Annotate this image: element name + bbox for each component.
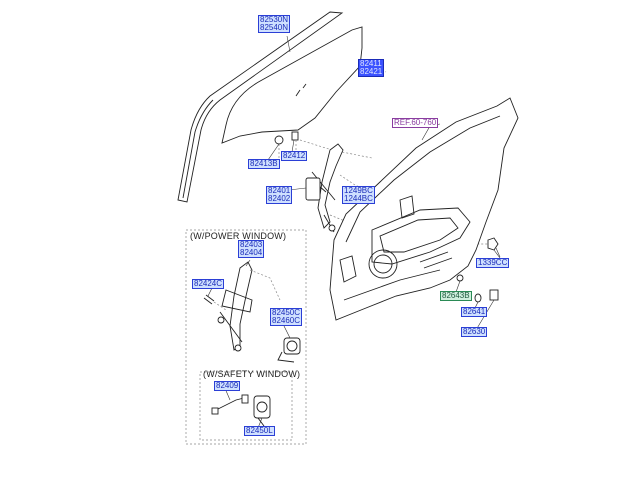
label-regulator-bolt[interactable]: 1249BC 1244BC [342, 186, 375, 204]
label-safety-motor[interactable]: 82450L [244, 426, 275, 436]
label-glass-run-channel[interactable]: 82530N 82540N [258, 15, 291, 33]
safety-module-part [211, 394, 249, 415]
label-door-check[interactable]: 82641 [461, 307, 488, 317]
label-hinge-grommet[interactable]: 82643B [440, 291, 472, 301]
part-number: 82403 [240, 240, 263, 249]
door-check-part [474, 289, 499, 303]
part-number: 82424C [194, 279, 223, 288]
part-number: 82421 [360, 67, 383, 76]
part-number: 82460C [272, 316, 301, 325]
glass-bolt-part [274, 131, 299, 145]
part-number: 82411 [360, 59, 382, 68]
window-motor-part [277, 337, 301, 363]
part-number: 82404 [240, 248, 263, 257]
label-window-motor[interactable]: 82450C 82460C [270, 308, 303, 326]
part-number: 82413B [250, 159, 278, 168]
part-number: 82450L [246, 426, 273, 435]
part-number: 82412 [283, 151, 306, 160]
door-nut-part [487, 237, 501, 258]
label-safety-module[interactable]: 82409 [214, 381, 241, 391]
door-inner-panel [329, 97, 519, 321]
power-window-heading: (W/POWER WINDOW) [190, 231, 287, 241]
label-door-plug[interactable]: 82630 [461, 327, 488, 337]
label-door-nut[interactable]: 1339CC [476, 258, 510, 268]
part-number: 82643B [442, 291, 470, 300]
part-number: 82641 [463, 307, 486, 316]
part-number: 82402 [268, 194, 291, 203]
part-number: 82401 [268, 186, 291, 195]
hinge-grommet-part [456, 274, 464, 282]
part-number: 82540N [260, 23, 289, 32]
safety-window-box [199, 371, 293, 441]
safety-window-heading: (W/SAFETY WINDOW) [203, 369, 301, 379]
reference-number: REF.60-760 [394, 118, 437, 127]
door-glass [221, 26, 363, 144]
label-door-glass[interactable]: 82411 82421 [358, 59, 385, 77]
label-glass-bolt[interactable]: 82413B [248, 159, 280, 169]
power-bolt-part [203, 294, 227, 311]
label-ref-door-panel[interactable]: REF.60-760 [392, 118, 439, 128]
part-number: 1339CC [478, 258, 508, 267]
glass-run-channel [177, 11, 344, 203]
part-number: 82530N [260, 15, 289, 24]
part-number: 82450C [272, 308, 301, 317]
label-manual-regulator[interactable]: 82401 82402 [266, 186, 293, 204]
label-glass-fastener[interactable]: 82412 [281, 151, 308, 161]
manual-regulator-part [305, 143, 344, 233]
safety-motor-part [253, 395, 271, 427]
power-regulator-part [217, 261, 281, 352]
part-number: 1244BC [344, 194, 373, 203]
power-window-box [185, 229, 307, 445]
part-number: 82409 [216, 381, 239, 390]
part-number: 82630 [463, 327, 486, 336]
label-power-bolt[interactable]: 82424C [192, 279, 225, 289]
label-power-regulator[interactable]: 82403 82404 [238, 240, 265, 258]
part-number: 1249BC [344, 186, 373, 195]
